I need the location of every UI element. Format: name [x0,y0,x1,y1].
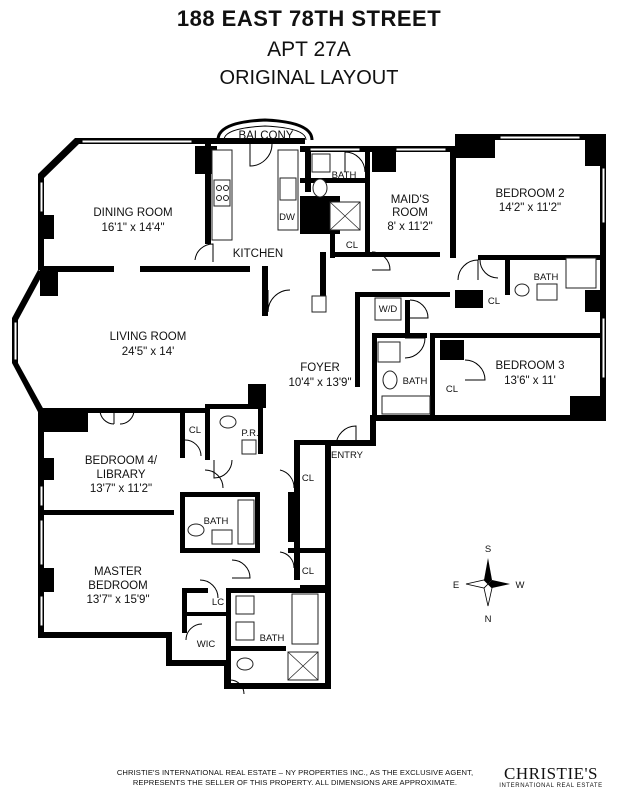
exterior-walls [12,134,606,689]
maids-room-dims: 8' x 11'2" [387,221,432,233]
lib-bath-sink [211,529,233,545]
hall-bath-label: BATH [403,376,428,387]
library-name-2: LIBRARY [96,469,145,481]
hall-bath-tub [381,395,431,415]
logo-wordmark: CHRISTIE'S [503,764,599,783]
dining-room-dims: 16'1" x 14'4" [101,222,164,234]
foyer-closet-2-label: CL [302,566,314,577]
library-dims: 13'7" x 11'2" [90,483,152,495]
library-name-1: BEDROOM 4/ [85,455,158,467]
dining-room-name: DINING ROOM [93,207,172,219]
hall-bath-toilet [382,370,398,390]
master-bedroom-dims: 13'7" x 15'9" [86,594,149,606]
apartment-number: APT 27A [267,38,351,61]
compass-e-label: E [453,580,459,591]
disclaimer: CHRISTIE'S INTERNATIONAL REAL ESTATE – N… [110,768,480,788]
bed2-toilet [514,283,530,297]
bedroom-3-closet-label: CL [446,384,458,395]
interior-walls [44,144,605,683]
living-room-dims: 24'5" x 14' [122,346,175,358]
lib-bath-toilet [187,523,205,537]
disclaimer-line-2: REPRESENTS THE SELLER OF THIS PROPERTY. … [132,778,458,787]
compass-s-label: S [485,544,491,555]
bedroom-2-name: BEDROOM 2 [495,188,564,200]
living-room-name: LIVING ROOM [110,331,187,343]
christies-logo: CHRISTIE'S INTERNATIONAL REAL ESTATE [486,764,616,789]
stove [213,179,231,207]
bedroom-3-name: BEDROOM 3 [495,360,564,372]
property-address: 188 EAST 78TH STREET [176,6,442,31]
walk-in-closet-label: WIC [197,639,216,650]
windows [13,135,606,627]
foyer-name: FOYER [300,362,340,374]
fixtures [187,149,597,681]
bedroom-3-dims: 13'6" x 11' [504,375,556,387]
bedroom-2-dims: 14'2" x 11'2" [499,202,561,214]
washer-dryer-label: W/D [379,304,398,315]
lib-bath-tub [237,499,255,545]
disclaimer-line-1: CHRISTIE'S INTERNATIONAL REAL ESTATE – N… [116,768,474,777]
door-swings [99,143,499,695]
kitchen-sink [279,177,297,201]
powder-room-label: P.R. [241,428,258,439]
layout-subtitle: ORIGINAL LAYOUT [219,67,399,89]
master-bath-label: BATH [260,633,285,644]
master-bedroom-name-2: BEDROOM [88,580,147,592]
master-sink-1 [235,595,255,615]
logo-tagline: INTERNATIONAL REAL ESTATE [499,783,603,789]
maid-sink [311,153,331,173]
maid-toilet [312,178,328,198]
maids-room-name: MAID'S [391,194,430,206]
bed2-sink [536,283,558,301]
maid-bath-label: BATH [332,170,357,181]
compass-n-label: N [485,614,492,625]
dishwasher-label: DW [279,212,295,223]
entry-label: ENTRY [331,450,364,461]
master-toilet [236,657,254,671]
compass-north-arrow-icon [484,558,492,584]
bedroom-2-bath-label: BATH [534,272,559,283]
pr-toilet [219,415,237,429]
master-bedroom-name-1: MASTER [94,566,142,578]
compass-w-label: W [516,580,525,591]
library-closet-label: CL [189,425,201,436]
master-sink-2 [235,621,255,641]
balcony-outline [216,118,314,141]
foyer-dims: 10'4" x 13'9" [288,377,351,389]
kitchen-label: KITCHEN [233,248,283,260]
foyer-closet-1-label: CL [302,473,314,484]
washer-dryer [374,297,402,321]
master-tub [291,593,319,645]
room-labels: BALCONY DINING ROOM 16'1" x 14'4" KITCHE… [85,130,565,650]
pr-sink [241,439,257,455]
maids-room-name-2: ROOM [392,207,428,219]
maid-closet-label: CL [346,240,358,251]
compass-rose: S E W N [453,544,525,625]
bedroom-2-closet-label: CL [488,296,500,307]
refrigerator [311,295,327,313]
balcony-label: BALCONY [239,130,294,142]
hall-bath-sink [377,341,401,363]
library-bath-label: BATH [204,516,229,527]
linen-closet-label: LC [212,597,224,608]
bed2-tub [565,257,597,289]
